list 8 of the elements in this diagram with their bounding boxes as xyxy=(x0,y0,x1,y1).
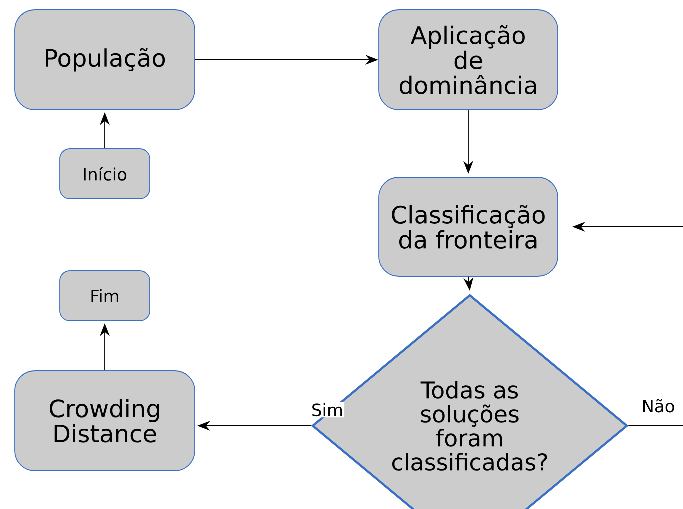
process-box: Aplicação de dominância xyxy=(378,10,558,110)
edge-label: Sim xyxy=(310,402,345,418)
process-box: Classificação da fronteira xyxy=(378,177,558,277)
edge-label: Não xyxy=(640,398,676,414)
process-box: População xyxy=(14,10,196,110)
process-box: Crowding Distance xyxy=(14,370,196,472)
terminal-box: Fim xyxy=(60,270,150,322)
terminal-box: Início xyxy=(60,148,150,200)
